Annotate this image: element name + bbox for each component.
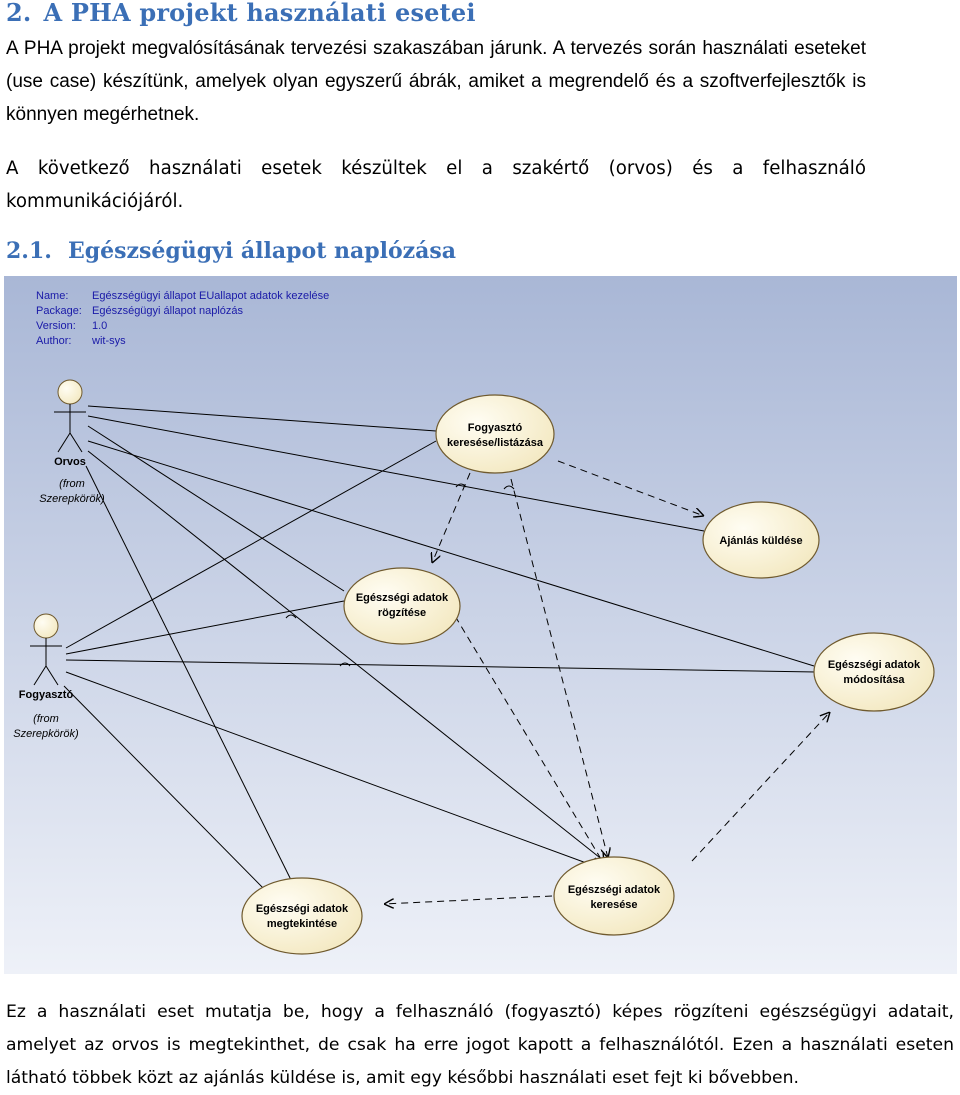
hop-3 <box>285 614 297 619</box>
assoc-orvos-megtekintes <box>85 465 295 887</box>
usecase-fogyaszto-kereses[interactable]: Fogyasztó keresése/listázása <box>435 394 555 474</box>
diagram-metadata: Name: Egészségügyi állapot EUallapot ada… <box>36 290 329 347</box>
assoc-fogyaszto-rogzites <box>65 600 345 655</box>
actor-fogyaszto-label: Fogyasztó <box>19 689 74 701</box>
assoc-orvos-rogzites <box>87 425 345 592</box>
dep-kereses-kereses <box>510 478 608 858</box>
hop-1 <box>455 483 467 488</box>
usecase-fogyaszto-kereses-line2: keresése/listázása <box>447 437 544 449</box>
usecase-adatok-megtekintese[interactable]: Egészségi adatok megtekintése <box>241 877 363 955</box>
meta-name-value: Egészségügyi állapot EUallapot adatok ke… <box>92 290 329 302</box>
actor-fogyaszto-note1: (from <box>33 713 59 725</box>
actor-orvos-head-icon <box>57 379 83 405</box>
usecase-modositas-line1: Egészségi adatok <box>828 659 921 671</box>
meta-author-label: Author: <box>36 335 71 347</box>
dependency-arrows <box>384 460 830 904</box>
dep-kereses-megtekintes <box>384 895 553 904</box>
intro-paragraph-2: A következő használati esetek készültek … <box>6 158 866 212</box>
subsection-number: 2.1. <box>6 238 52 264</box>
actor-orvos-note1: (from <box>59 478 85 490</box>
description-paragraph: Ez a használati eset mutatja be, hogy a … <box>6 1002 954 1088</box>
usecase-rogzites-line1: Egészségi adatok <box>356 592 449 604</box>
assoc-fogyaszto-modositas <box>65 659 817 673</box>
subsection-title: 2.1. Egészségügyi állapot naplózása <box>6 238 456 264</box>
dep-kereses-rogzites <box>432 472 471 563</box>
assoc-orvos-modositas <box>87 440 815 667</box>
section-title: 2. A PHA projekt használati esetei <box>6 0 476 27</box>
assoc-fogyaszto-kereses <box>65 671 601 869</box>
dep-kereses-modositas <box>691 712 830 862</box>
usecase-megtekintes-line1: Egészségi adatok <box>256 903 349 915</box>
usecase-ajanlas-kuldese[interactable]: Ajánlás küldése <box>702 501 820 579</box>
association-lines <box>63 405 817 892</box>
usecase-adatok-modositasa[interactable]: Egészségi adatok módosítása <box>813 632 935 712</box>
hop-4 <box>339 662 351 667</box>
assoc-orvos-kereses <box>87 450 605 862</box>
dep-rogzites-kereses <box>448 605 604 864</box>
usecase-megtekintes-line2: megtekintése <box>267 918 337 930</box>
section-title-text: A PHA projekt használati esetei <box>43 0 476 27</box>
meta-package-value: Egészségügyi állapot naplózás <box>92 305 244 317</box>
usecase-modositas-line2: módosítása <box>843 674 905 686</box>
usecase-rogzites-line2: rögzítése <box>378 607 426 619</box>
assoc-orvos-ajanlas <box>87 415 705 532</box>
meta-version-value: 1.0 <box>92 320 107 332</box>
diagram-background <box>4 276 957 974</box>
usecase-kereses-line1: Egészségi adatok <box>568 884 661 896</box>
meta-package-label: Package: <box>36 305 82 317</box>
dep-kereses-ajanlas <box>557 460 704 516</box>
actor-fogyaszto-note2: Szerepkörök) <box>13 728 79 740</box>
usecase-adatok-keresese[interactable]: Egészségi adatok keresése <box>553 856 675 936</box>
usecase-kereses-line2: keresése <box>590 899 637 911</box>
meta-author-value: wit-sys <box>91 335 126 347</box>
section-number: 2. <box>6 0 32 27</box>
actor-fogyaszto-head-icon <box>33 613 59 639</box>
assoc-fogyaszto-megtekintes <box>63 685 267 892</box>
usecase-fogyaszto-kereses-line1: Fogyasztó <box>468 422 523 434</box>
usecase-adatok-rogzitese[interactable]: Egészségi adatok rögzítése <box>343 567 461 645</box>
line-hops <box>285 483 515 667</box>
use-case-diagram: Name: Egészségügyi állapot EUallapot ada… <box>4 276 957 974</box>
usecase-ajanlas-line1: Ajánlás küldése <box>719 535 802 547</box>
actor-orvos[interactable] <box>54 379 86 453</box>
actor-orvos-label: Orvos <box>54 456 86 468</box>
meta-version-label: Version: <box>36 320 76 332</box>
actor-fogyaszto[interactable] <box>30 613 62 686</box>
intro-paragraph: A PHA projekt megvalósításának tervezési… <box>6 38 866 125</box>
actor-orvos-note2: Szerepkörök) <box>39 493 105 505</box>
hop-2 <box>503 485 515 490</box>
assoc-fogyaszto-fogyaszto-kereses <box>65 440 437 649</box>
assoc-orvos-fogyaszto-kereses <box>87 405 437 432</box>
subsection-title-text: Egészségügyi állapot naplózása <box>67 238 457 264</box>
meta-name-label: Name: <box>36 290 68 302</box>
